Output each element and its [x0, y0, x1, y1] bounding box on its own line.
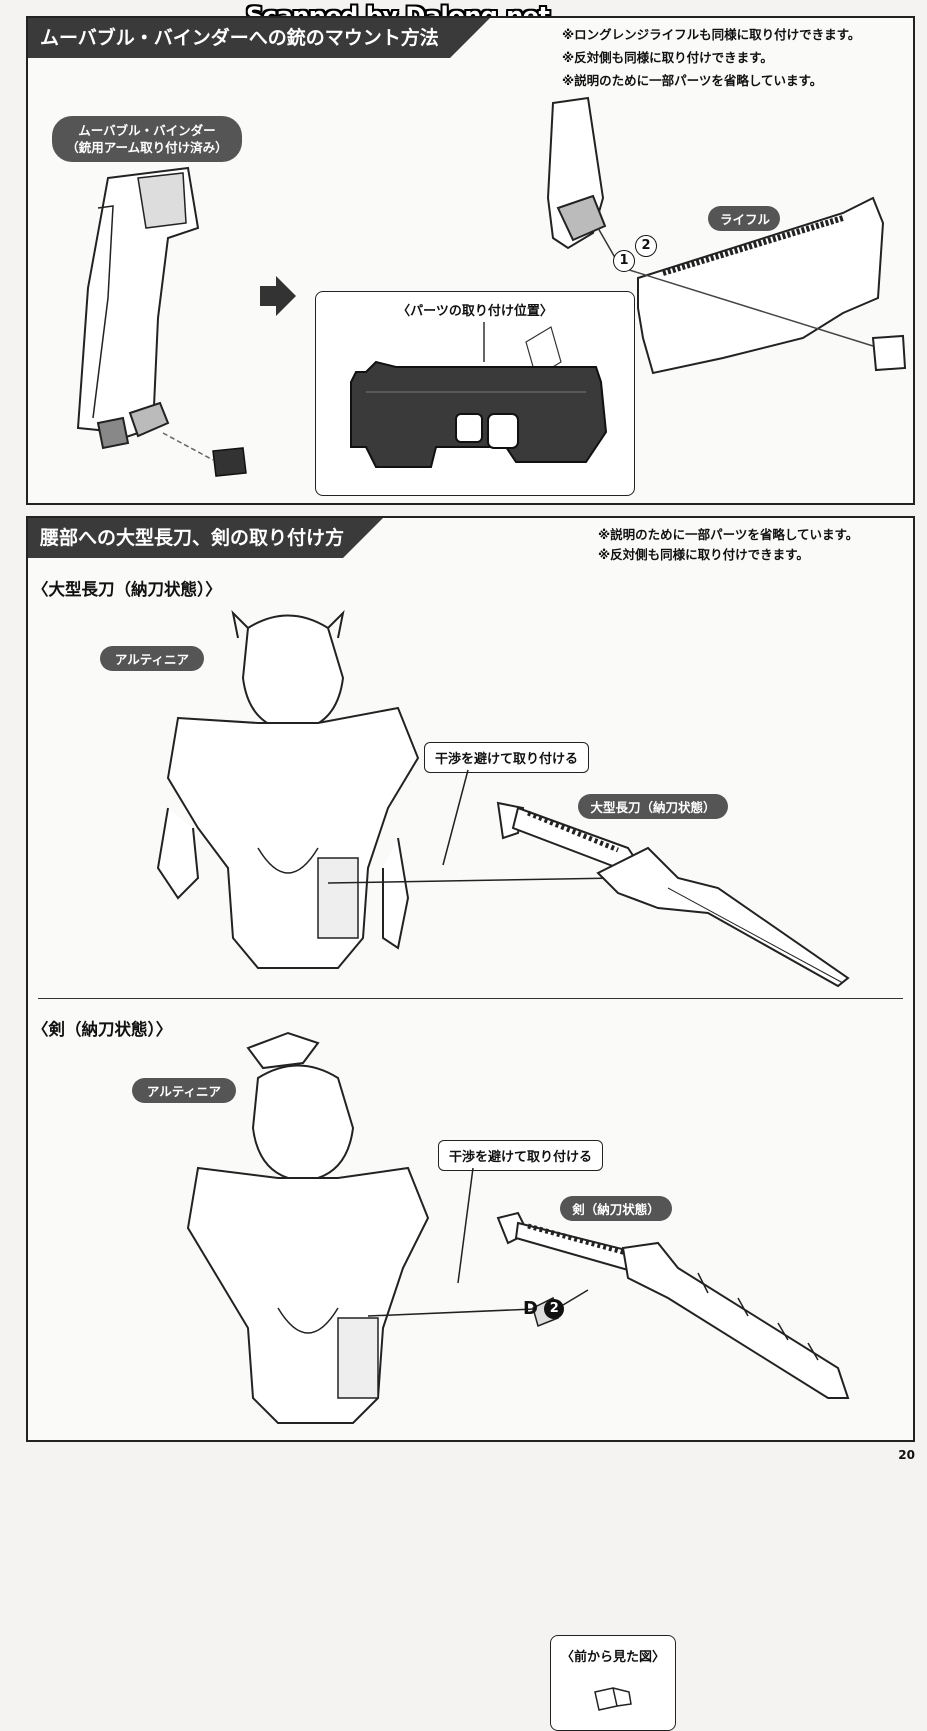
binder-label-line2: （銃用アーム取り付け済み）: [66, 140, 228, 155]
part-letter: D: [523, 1298, 538, 1319]
sword-label: 剣（納刀状態）: [560, 1196, 672, 1221]
part-code: D 2: [523, 1298, 565, 1319]
front-view-inset: 〈前から見た図〉: [550, 1635, 676, 1731]
note-long-range-rifle: ※ロングレンジライフルも同様に取り付けできます。: [562, 27, 861, 42]
subsection-heading-sword: 〈剣（納刀状態）〉: [32, 1020, 173, 1039]
binder-label-line1: ムーバブル・バインダー: [78, 123, 216, 138]
callout-avoid-interference-2: 干渉を避けて取り付ける: [438, 1140, 604, 1171]
character-illustration-2: [186, 1031, 430, 1424]
note-parts-omitted: ※説明のために一部パーツを省略しています。: [562, 73, 823, 88]
front-view-label: 〈前から見た図〉: [560, 1650, 665, 1665]
next-step-arrow: [260, 276, 296, 316]
section-gun-mount: ムーバブル・バインダーへの銃のマウント方法 ※ロングレンジライフルも同様に取り付…: [26, 16, 915, 505]
attachment-position-inset: 〈パーツの取り付け位置〉: [315, 291, 635, 496]
character-label-2: アルティニア: [132, 1078, 236, 1103]
rifle-label: ライフル: [708, 206, 780, 231]
part-number: 2: [549, 1301, 559, 1316]
section-waist-weapons: 腰部への大型長刀、剣の取り付け方 ※説明のために一部パーツを省略しています。 ※…: [26, 516, 915, 1731]
subsection-divider: [38, 998, 903, 999]
step-2-marker: 2: [635, 235, 657, 257]
part-number-badge: 2: [544, 1299, 565, 1319]
note-opposite-side: ※反対側も同様に取り付けできます。: [562, 50, 773, 65]
callout-avoid-interference-1: 干渉を避けて取り付ける: [424, 742, 590, 773]
rifle-part-illustration: [350, 322, 608, 468]
step-1-number: 1: [619, 253, 629, 268]
long-sword-label: 大型長刀（納刀状態）: [578, 794, 728, 819]
section-title-gun-mount: ムーバブル・バインダーへの銃のマウント方法: [28, 18, 490, 58]
subsection-heading-long-sword: 〈大型長刀（納刀状態）〉: [32, 580, 222, 599]
front-view-part-illustration: [594, 1687, 632, 1711]
note2-parts-omitted: ※説明のために一部パーツを省略しています。: [598, 527, 859, 542]
note2-opposite-side: ※反対側も同様に取り付けできます。: [598, 547, 809, 562]
binder-illustration: [76, 166, 247, 477]
step-2-number: 2: [641, 238, 651, 253]
page-number: 20: [898, 1448, 915, 1462]
callout-pointer-1: [442, 769, 469, 866]
character-illustration-1: [156, 609, 420, 969]
attachment-position-label: 〈パーツの取り付け位置〉: [397, 304, 553, 319]
binder-rifle-illustration: [546, 96, 907, 375]
step-1-marker: 1: [613, 250, 635, 272]
callout-pointer-2: [457, 1167, 474, 1284]
sword-illustration: [367, 1211, 850, 1399]
binder-label: ムーバブル・バインダー （銃用アーム取り付け済み）: [52, 116, 242, 162]
character-label-1: アルティニア: [100, 646, 204, 671]
long-sword-illustration: [327, 801, 850, 988]
section-title-waist-weapons: 腰部への大型長刀、剣の取り付け方: [28, 518, 383, 558]
